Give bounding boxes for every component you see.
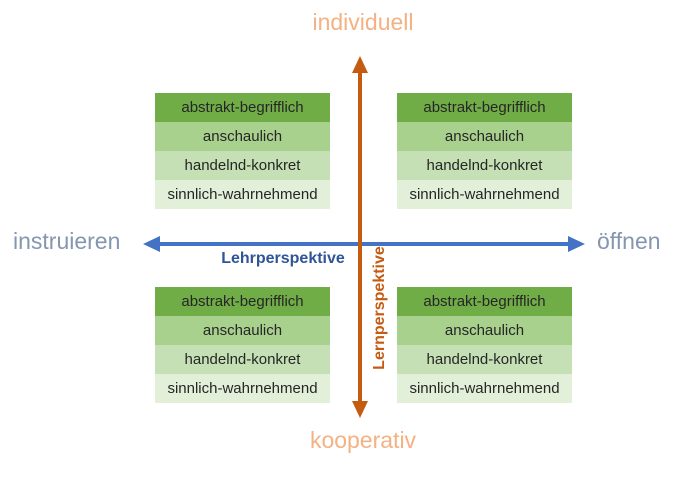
quadrant-row: anschaulich <box>397 122 572 151</box>
quadrant-row: handelnd-konkret <box>155 151 330 180</box>
quadrant-row: sinnlich-wahrnehmend <box>397 374 572 403</box>
quadrant-top-right: abstrakt-begrifflich anschaulich handeln… <box>397 93 572 209</box>
quadrant-row: handelnd-konkret <box>397 151 572 180</box>
quadrant-row: abstrakt-begrifflich <box>155 287 330 316</box>
quadrant-top-left: abstrakt-begrifflich anschaulich handeln… <box>155 93 330 209</box>
axis-end-label-individuell: individuell <box>312 9 414 35</box>
arrow-right-icon <box>568 236 585 252</box>
arrow-down-icon <box>352 401 368 418</box>
horizontal-axis-title: Lehrperspektive <box>221 250 345 267</box>
quadrant-row: abstrakt-begrifflich <box>397 287 572 316</box>
quadrant-row: anschaulich <box>155 316 330 345</box>
quadrant-bottom-right: abstrakt-begrifflich anschaulich handeln… <box>397 287 572 403</box>
quadrant-row: abstrakt-begrifflich <box>397 93 572 122</box>
quadrant-row: anschaulich <box>397 316 572 345</box>
quadrant-row: handelnd-konkret <box>397 345 572 374</box>
arrow-left-icon <box>143 236 160 252</box>
quadrant-row: sinnlich-wahrnehmend <box>155 374 330 403</box>
vertical-axis-title: Lernperspektive <box>371 246 388 370</box>
quadrant-row: abstrakt-begrifflich <box>155 93 330 122</box>
quadrant-row: sinnlich-wahrnehmend <box>155 180 330 209</box>
quadrant-row: anschaulich <box>155 122 330 151</box>
quadrant-row: handelnd-konkret <box>155 345 330 374</box>
arrow-up-icon <box>352 56 368 73</box>
axis-end-label-kooperativ: kooperativ <box>309 427 417 453</box>
quadrant-bottom-left: abstrakt-begrifflich anschaulich handeln… <box>155 287 330 403</box>
axis-end-label-instruieren: instruieren <box>13 228 121 254</box>
quadrant-row: sinnlich-wahrnehmend <box>397 180 572 209</box>
axis-end-label-oeffnen: öffnen <box>597 228 661 254</box>
